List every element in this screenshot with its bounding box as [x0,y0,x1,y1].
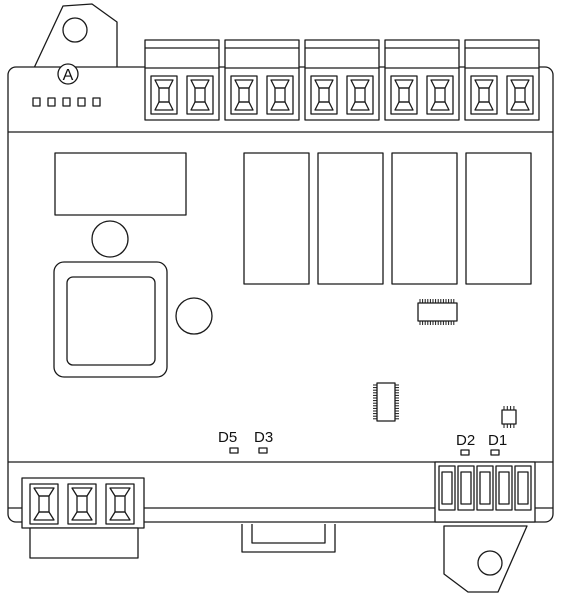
terminal-port [150,75,178,115]
terminal-block-base [29,527,139,559]
terminal-port-screw [441,471,453,505]
label-d1: D1 [488,432,507,449]
relay-2 [317,152,384,285]
terminal-block [464,39,540,121]
main-chip [53,261,168,378]
terminal-port-screw [498,471,510,505]
terminal-port [29,483,59,525]
terminal-port [67,483,97,525]
relay-3 [391,152,458,285]
terminal-block-body [434,461,536,523]
terminal-port-screw [517,471,529,505]
terminal-block [224,39,300,121]
terminal-port [390,75,418,115]
label-d3: D3 [254,429,273,446]
terminal-port [476,465,494,511]
relays [243,152,532,285]
terminal-port-screw [514,87,526,103]
ic-vertical [373,382,399,422]
led-d1 [490,449,500,456]
status-led [92,97,101,107]
led-d5 [229,447,239,454]
terminal-port-screw [158,87,170,103]
terminal-port [426,75,454,115]
top-mounting-tab [33,3,118,69]
terminal-block [144,39,220,121]
enclosure-outline [7,66,554,523]
terminal-port-screw [194,87,206,103]
terminal-port-screw [478,87,490,103]
terminal-port [470,75,498,115]
ic-horizontal [417,299,458,325]
din-latch [241,524,336,553]
status-led-row [32,97,101,107]
terminal-port-screw [479,471,491,505]
terminal-port-screw [238,87,250,103]
main-chip-inner [66,276,156,366]
led-d3 [258,447,268,454]
callout-a: A [57,63,79,85]
relay-4 [465,152,532,285]
led-labels: D5 D3 D2 D1 [218,429,507,456]
top-mounting-hole [62,17,88,43]
round-button-right [175,297,213,335]
terminal-port [514,465,532,511]
label-d2: D2 [456,432,475,449]
label-d5: D5 [218,429,237,446]
terminal-port-screw [354,87,366,103]
status-led [47,97,56,107]
terminal-port [438,465,456,511]
display-window [54,152,187,216]
terminal-port [310,75,338,115]
bottom-right-terminal-block [434,461,536,523]
terminal-port [266,75,294,115]
terminal-port-screw [460,471,472,505]
terminal-port [495,465,513,511]
bottom-mounting-hole [477,550,503,576]
terminal-port-screw [38,495,50,513]
bottom-left-terminal-block [21,477,145,559]
enclosure [7,66,554,523]
status-led [32,97,41,107]
terminal-port [457,465,475,511]
terminal-block [304,39,380,121]
bottom-mounting-tab [443,525,528,593]
callout-a-label: A [63,67,74,84]
terminal-port [230,75,258,115]
terminal-port-screw [398,87,410,103]
top-terminal-blocks [144,39,540,121]
terminal-port [105,483,135,525]
terminal-port-screw [114,495,126,513]
relay-1 [243,152,310,285]
status-led [62,97,71,107]
terminal-port-screw [76,495,88,513]
terminal-port [186,75,214,115]
terminal-block [384,39,460,121]
led-d2 [460,449,470,456]
terminal-port-screw [318,87,330,103]
terminal-port [506,75,534,115]
round-button-top [91,220,129,258]
terminal-port-screw [274,87,286,103]
status-led [77,97,86,107]
ic-small [501,406,517,428]
terminal-port-screw [434,87,446,103]
terminal-port [346,75,374,115]
